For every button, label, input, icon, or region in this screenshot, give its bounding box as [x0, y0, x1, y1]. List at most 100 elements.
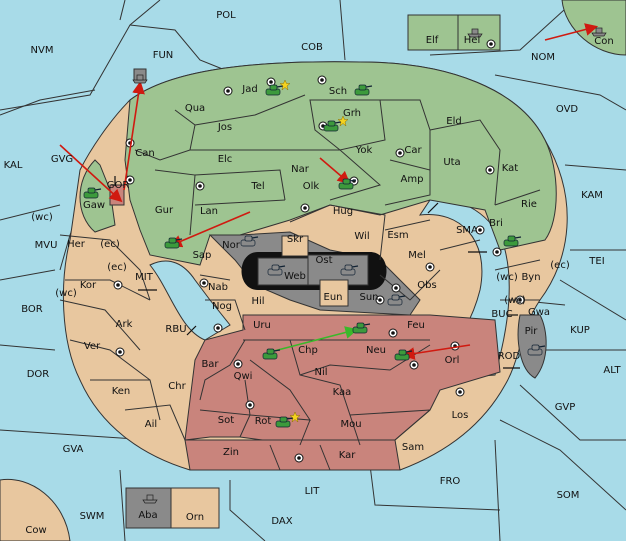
- province-label-nar[interactable]: Nar: [291, 164, 310, 175]
- sea-label-rod[interactable]: ROD: [498, 351, 521, 362]
- province-label-qua[interactable]: Qua: [185, 103, 205, 114]
- tank-icon[interactable]: [527, 344, 546, 356]
- ship-icon[interactable]: [132, 74, 148, 84]
- sea-label-fro[interactable]: FRO: [440, 476, 461, 487]
- sea-label-mit[interactable]: MIT: [135, 272, 154, 283]
- province-label-neu[interactable]: Neu: [366, 345, 386, 356]
- province-label-hil[interactable]: Hil: [251, 296, 264, 307]
- province-label-sap[interactable]: Sap: [193, 250, 212, 261]
- province-label-esm[interactable]: Esm: [387, 230, 408, 241]
- province-label-zin[interactable]: Zin: [223, 447, 239, 458]
- sea-label-sma[interactable]: SMA: [456, 225, 478, 236]
- province-label-aba[interactable]: Aba: [138, 510, 157, 521]
- province-label-lan[interactable]: Lan: [200, 206, 218, 217]
- sea-label-gvg[interactable]: GVG: [51, 154, 73, 165]
- tank-icon[interactable]: [387, 294, 406, 306]
- province-label-kar[interactable]: Kar: [339, 450, 357, 461]
- province-label-chr[interactable]: Chr: [168, 381, 186, 392]
- tank-icon[interactable]: [340, 264, 359, 276]
- sea-label-tei[interactable]: TEI: [588, 256, 604, 267]
- province-label-byn[interactable]: Byn: [521, 272, 540, 283]
- tank-icon[interactable]: [262, 348, 281, 360]
- province-label-ken[interactable]: Ken: [112, 386, 131, 397]
- sea-label-som[interactable]: SOM: [557, 490, 580, 501]
- ship-icon[interactable]: [467, 28, 483, 38]
- province-label-sam[interactable]: Sam: [402, 442, 424, 453]
- tank-icon[interactable]: [265, 84, 284, 96]
- province-label-gor[interactable]: GOR: [107, 180, 130, 191]
- tank-icon[interactable]: [352, 322, 371, 334]
- province-label-feu[interactable]: Feu: [407, 320, 425, 331]
- province-label-her[interactable]: Her: [67, 239, 86, 250]
- sea-label-buc[interactable]: BUC: [491, 309, 512, 320]
- tank-icon[interactable]: [275, 416, 294, 428]
- sea-label-nom[interactable]: NOM: [531, 52, 555, 63]
- province-label-los[interactable]: Los: [452, 410, 469, 421]
- province-label-ark[interactable]: Ark: [116, 319, 133, 330]
- sea-label-kal[interactable]: KAL: [4, 160, 23, 171]
- ship-icon[interactable]: [142, 494, 158, 504]
- tank-icon[interactable]: [338, 178, 357, 190]
- tank-icon[interactable]: [83, 187, 102, 199]
- province-label-kaa[interactable]: Kaa: [333, 387, 352, 398]
- sea-label-lit[interactable]: LIT: [305, 486, 321, 497]
- tank-icon[interactable]: [354, 84, 373, 96]
- ship-icon[interactable]: [591, 27, 607, 37]
- province-label-olk[interactable]: Olk: [303, 181, 320, 192]
- province-label-car[interactable]: Car: [404, 145, 422, 156]
- tank-icon[interactable]: [503, 235, 522, 247]
- province-label-can[interactable]: Can: [135, 148, 154, 159]
- sea-label-dor[interactable]: DOR: [27, 369, 50, 380]
- sea-label-pol[interactable]: POL: [216, 10, 236, 21]
- tank-icon[interactable]: [267, 264, 286, 276]
- province-label-nor[interactable]: Nor: [222, 240, 241, 251]
- tank-icon[interactable]: [164, 237, 183, 249]
- tank-icon[interactable]: [394, 349, 413, 361]
- sea-label-gva[interactable]: GVA: [63, 444, 84, 455]
- province-label-hug[interactable]: Hug: [333, 206, 353, 217]
- province-label-web[interactable]: Web: [284, 271, 306, 282]
- province-label-nil[interactable]: Nil: [314, 367, 327, 378]
- sea-label-alt[interactable]: ALT: [603, 365, 621, 376]
- province-label-ost[interactable]: Ost: [315, 255, 332, 266]
- province-label-ail[interactable]: Ail: [145, 419, 157, 430]
- sea-label-swm[interactable]: SWM: [80, 511, 105, 522]
- province-label-jos[interactable]: Jos: [217, 122, 232, 133]
- province-label-orl[interactable]: Orl: [445, 355, 460, 366]
- sea-label-cob[interactable]: COB: [301, 42, 323, 53]
- province-label-rot[interactable]: Rot: [255, 416, 272, 427]
- sea-label-rbu[interactable]: RBU: [165, 324, 186, 335]
- province-label-eld[interactable]: Eld: [446, 116, 461, 127]
- province-label-mou[interactable]: Mou: [340, 419, 361, 430]
- province-label-kor[interactable]: Kor: [80, 280, 97, 291]
- province-label-elc[interactable]: Elc: [218, 154, 233, 165]
- sea-label-bor[interactable]: BOR: [21, 304, 43, 315]
- province-label-rie[interactable]: Rie: [521, 199, 537, 210]
- province-label-sot[interactable]: Sot: [218, 415, 234, 426]
- sea-label-mvu[interactable]: MVU: [35, 240, 58, 251]
- province-label-nog[interactable]: Nog: [212, 301, 232, 312]
- province-label-pir[interactable]: Pir: [525, 326, 539, 337]
- province-label-yok[interactable]: Yok: [355, 145, 373, 156]
- sea-label-dax[interactable]: DAX: [271, 516, 292, 527]
- province-label-gwa[interactable]: Gwa: [528, 307, 550, 318]
- province-label-jad[interactable]: Jad: [241, 84, 257, 95]
- province-label-sch[interactable]: Sch: [329, 86, 347, 97]
- province-label-wil[interactable]: Wil: [354, 231, 369, 242]
- province-label-gaw[interactable]: Gaw: [83, 200, 105, 211]
- sea-label-nvm[interactable]: NVM: [31, 45, 54, 56]
- sea-label-gvp[interactable]: GVP: [555, 402, 576, 413]
- province-label-bar[interactable]: Bar: [201, 359, 219, 370]
- province-label-uru[interactable]: Uru: [253, 320, 271, 331]
- province-label-bri[interactable]: Bri: [489, 218, 503, 229]
- province-label-eun[interactable]: Eun: [324, 292, 343, 303]
- sea-label-fun[interactable]: FUN: [153, 50, 174, 61]
- province-label-chp[interactable]: Chp: [298, 345, 318, 356]
- sea-label-kup[interactable]: KUP: [570, 325, 590, 336]
- province-label-hel[interactable]: Hel: [464, 35, 480, 46]
- province-label-skr[interactable]: Skr: [287, 234, 304, 245]
- province-label-mel[interactable]: Mel: [408, 250, 426, 261]
- tank-icon[interactable]: [323, 120, 342, 132]
- province-label-elf[interactable]: Elf: [426, 35, 439, 46]
- sea-label-cow[interactable]: Cow: [25, 525, 46, 536]
